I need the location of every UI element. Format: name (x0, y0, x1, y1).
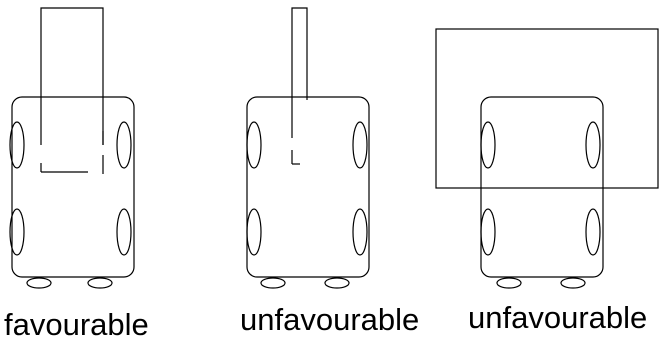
robot-2-wheel-front-left (246, 121, 262, 169)
robot-3-caster-left (496, 277, 522, 289)
robot-1-caster-left (26, 277, 52, 289)
robot-1-caster-right (87, 277, 113, 289)
object-1 (40, 7, 104, 174)
robot-2-wheel-rear-left (246, 208, 262, 256)
robot-2-wheel-rear-right (352, 208, 368, 256)
robot-1-wheel-rear-left (9, 208, 25, 256)
robot-3-wheel-front-right (585, 121, 601, 169)
robot-2-caster-right (324, 277, 350, 289)
robot-3 (480, 96, 604, 289)
object-2 (291, 7, 308, 165)
robot-2-wheel-front-right (352, 121, 368, 169)
object-2-outline (291, 7, 308, 138)
robot-2-caster-left (260, 277, 286, 289)
robot-1 (9, 96, 135, 289)
robot-2 (246, 96, 370, 289)
robot-3-wheel-rear-left (480, 208, 496, 256)
robot-3-body (480, 96, 604, 278)
robot-1-wheel-rear-right (116, 208, 132, 256)
robot-1-wheel-front-right (116, 121, 132, 169)
object-3 (435, 28, 659, 189)
caption-unfavourable-narrow: unfavourable (240, 302, 420, 337)
robot-3-wheel-rear-right (585, 208, 601, 256)
robot-2-body (246, 96, 370, 278)
robot-1-body (11, 96, 135, 278)
caption-unfavourable-large: unfavourable (468, 300, 648, 335)
robot-3-wheel-front-left (480, 121, 496, 169)
caption-favourable: favourable (4, 307, 149, 342)
robot-1-wheel-front-left (9, 121, 25, 169)
object-1-outline (40, 7, 104, 145)
object-3-outline (435, 28, 659, 189)
robot-3-caster-right (560, 277, 586, 289)
